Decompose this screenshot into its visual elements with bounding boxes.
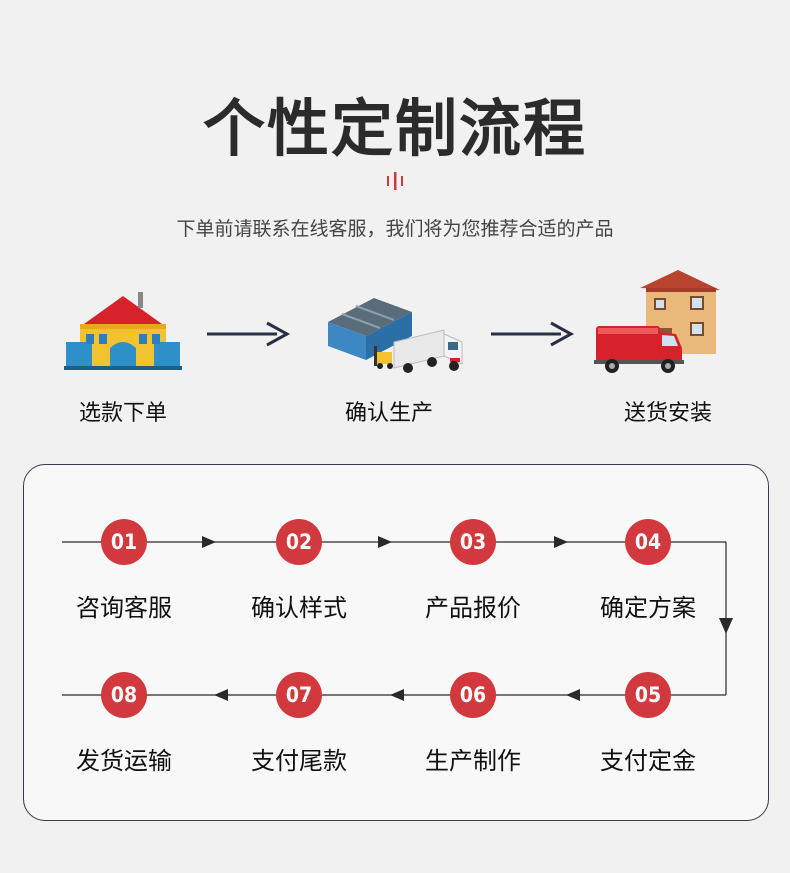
step-badge: 05 (625, 672, 671, 718)
stage-arrow-icon (491, 321, 575, 347)
stage-arrow-icon (207, 321, 291, 347)
stage-label-production: 确认生产 (344, 401, 433, 426)
warehouse-icon (64, 292, 182, 370)
step-badge: 03 (450, 519, 496, 565)
step-badge: 02 (276, 519, 322, 565)
title-accent-icon (387, 172, 403, 190)
step-label: 支付尾款 (251, 747, 347, 775)
step-label: 确定方案 (600, 594, 696, 622)
step-label: 生产制作 (425, 747, 521, 775)
step-label: 支付定金 (600, 747, 696, 775)
step-label: 产品报价 (425, 594, 521, 622)
step-badge: 06 (450, 672, 496, 718)
page-title: 个性定制流程 (202, 92, 587, 165)
stage-label-order: 选款下单 (78, 401, 167, 426)
arrow-right-icon (202, 536, 216, 548)
step-label: 确认样式 (251, 594, 347, 622)
step-badge: 07 (276, 672, 322, 718)
arrow-left-icon (214, 689, 228, 701)
arrow-left-icon (566, 689, 580, 701)
step-label: 发货运输 (76, 747, 172, 775)
step-badge: 08 (101, 672, 147, 718)
arrow-right-icon (554, 536, 568, 548)
arrow-down-icon (719, 618, 733, 634)
arrow-right-icon (378, 536, 392, 548)
factory-truck-icon (328, 298, 463, 373)
delivery-house-icon (594, 270, 720, 373)
step-badge: 04 (625, 519, 671, 565)
step-label: 咨询客服 (76, 594, 172, 622)
page-subtitle: 下单前请联系在线客服，我们将为您推荐合适的产品 (176, 218, 614, 240)
stage-label-delivery: 送货安装 (623, 401, 712, 426)
step-badge: 01 (101, 519, 147, 565)
arrow-left-icon (390, 689, 404, 701)
